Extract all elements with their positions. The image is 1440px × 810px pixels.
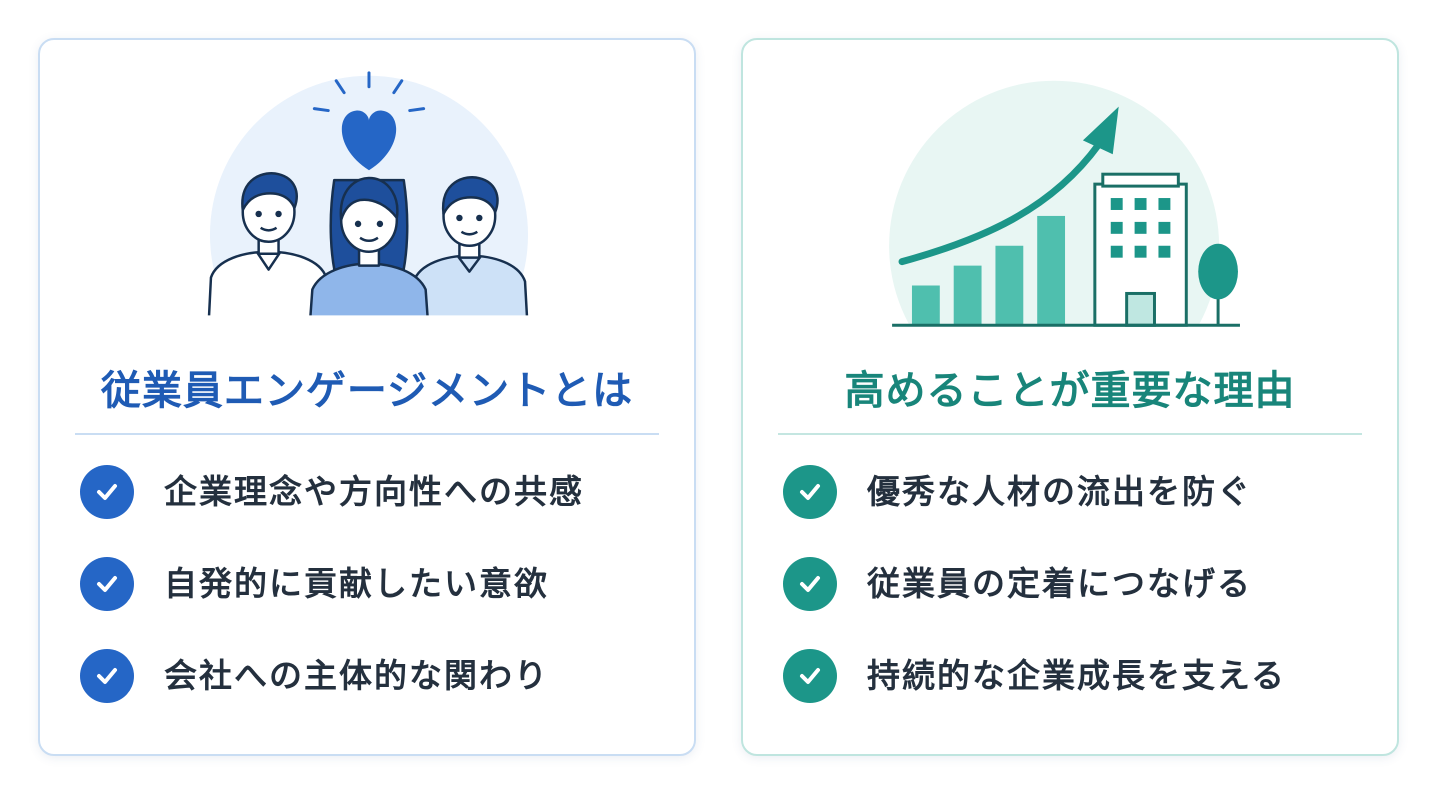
list-item: 優秀な人材の流出を防ぐ	[783, 465, 1286, 557]
list-item: 会社への主体的な関わり	[80, 649, 584, 741]
list-item-text: 持続的な企業成長を支える	[867, 656, 1287, 695]
card-title: 高めることが重要な理由	[844, 368, 1296, 414]
list-item: 持続的な企業成長を支える	[783, 649, 1286, 741]
growth-chart-building-illustration	[862, 80, 1280, 350]
check-circle-icon	[783, 649, 837, 703]
reason-list: 優秀な人材の流出を防ぐ 従業員の定着につなげる 持続的な企業成長を支える	[783, 465, 1286, 741]
bar-chart-icon	[911, 215, 1066, 326]
importance-reasons-card: 高めることが重要な理由 優秀な人材の流出を防ぐ 従業員の定着につなげる 持続的な…	[741, 38, 1399, 756]
list-item: 自発的に貢献したい意欲	[80, 557, 584, 649]
divider	[778, 433, 1362, 435]
check-circle-icon	[783, 465, 837, 519]
person-left-icon	[207, 172, 330, 319]
list-item-text: 従業員の定着につなげる	[867, 564, 1252, 603]
divider	[75, 433, 659, 435]
list-item-text: 企業理念や方向性への共感	[164, 472, 584, 511]
list-item: 企業理念や方向性への共感	[80, 465, 584, 557]
check-circle-icon	[80, 465, 134, 519]
person-right-icon	[410, 176, 529, 319]
check-circle-icon	[80, 557, 134, 611]
engagement-definition-card: 従業員エンゲージメントとは 企業理念や方向性への共感 自発的に貢献したい意欲 会…	[38, 38, 696, 756]
growth-arrow-icon	[898, 140, 1103, 266]
check-circle-icon	[783, 557, 837, 611]
team-heart-illustration	[189, 71, 557, 350]
list-item-text: 優秀な人材の流出を防ぐ	[867, 472, 1252, 511]
check-circle-icon	[80, 649, 134, 703]
tree-icon	[1198, 243, 1238, 326]
list-item-text: 会社への主体的な関わり	[164, 656, 549, 695]
person-center-icon	[309, 176, 429, 319]
heart-icon	[341, 110, 397, 171]
list-item-text: 自発的に貢献したい意欲	[164, 564, 549, 603]
card-title: 従業員エンゲージメントとは	[100, 368, 634, 414]
list-item: 従業員の定着につなげる	[783, 557, 1286, 649]
reason-list: 企業理念や方向性への共感 自発的に貢献したい意欲 会社への主体的な関わり	[80, 465, 584, 741]
